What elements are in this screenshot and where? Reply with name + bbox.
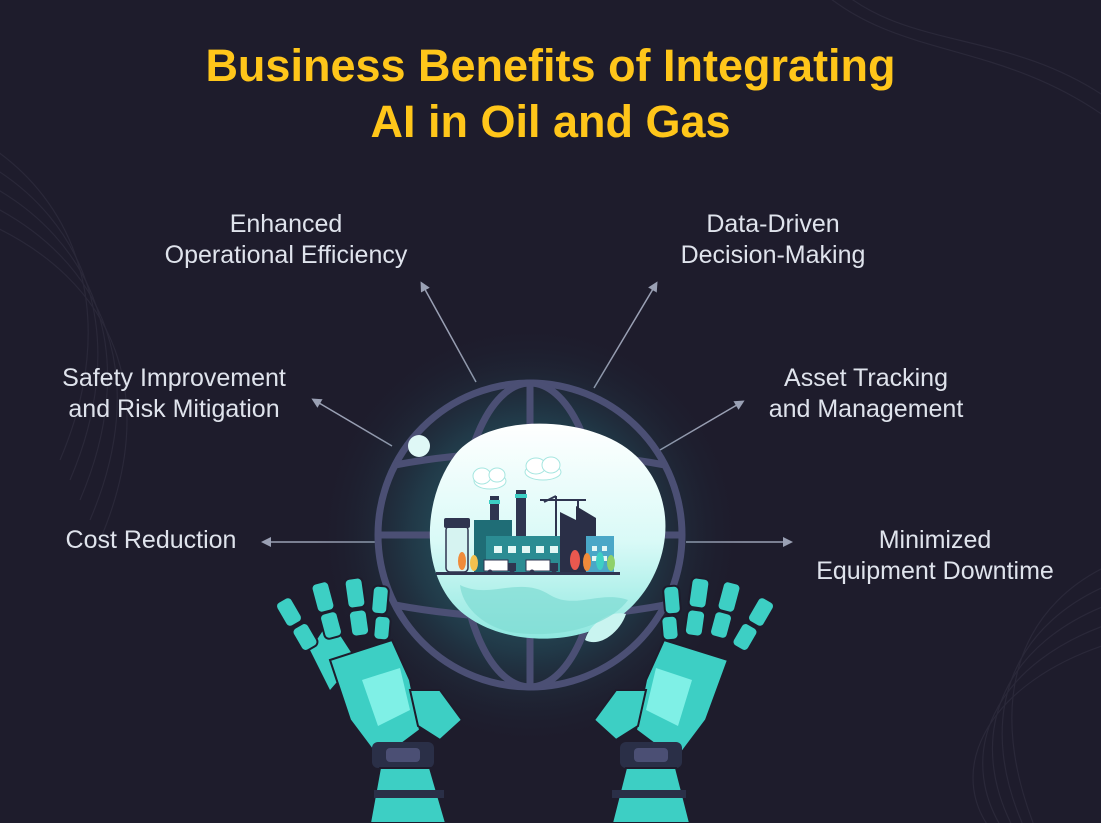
benefit-safety-risk: Safety Improvement and Risk Mitigation — [35, 363, 313, 425]
benefit-operational-efficiency: Enhanced Operational Efficiency — [130, 209, 442, 271]
benefit-line-1: Enhanced — [229, 210, 343, 238]
benefit-line-2: and Management — [768, 395, 964, 423]
benefit-line-1: Safety Improvement — [62, 364, 286, 392]
benefit-asset-tracking: Asset Tracking and Management — [742, 363, 990, 425]
factory-icon — [436, 456, 620, 575]
robot-hand-icon — [275, 576, 775, 823]
benefit-minimized-downtime: Minimized Equipment Downtime — [795, 525, 1075, 587]
benefit-line-1: Data-Driven — [706, 210, 840, 238]
benefit-line-2: Equipment Downtime — [816, 557, 1054, 585]
benefit-line-1: Asset Tracking — [784, 364, 948, 392]
page-title: Business Benefits of Integrating AI in O… — [0, 38, 1101, 150]
title-line-1: Business Benefits of Integrating — [205, 40, 896, 91]
benefit-line-2: Operational Efficiency — [164, 241, 408, 269]
title-line-2: AI in Oil and Gas — [370, 96, 731, 147]
benefit-line-2: and Risk Mitigation — [68, 395, 280, 423]
benefit-data-driven-decisions: Data-Driven Decision-Making — [650, 209, 896, 271]
benefit-line-1: Minimized — [878, 526, 992, 554]
benefit-line-2: Decision-Making — [680, 241, 866, 269]
benefit-line-1: Cost Reduction — [65, 526, 237, 554]
benefit-cost-reduction: Cost Reduction — [40, 525, 262, 556]
